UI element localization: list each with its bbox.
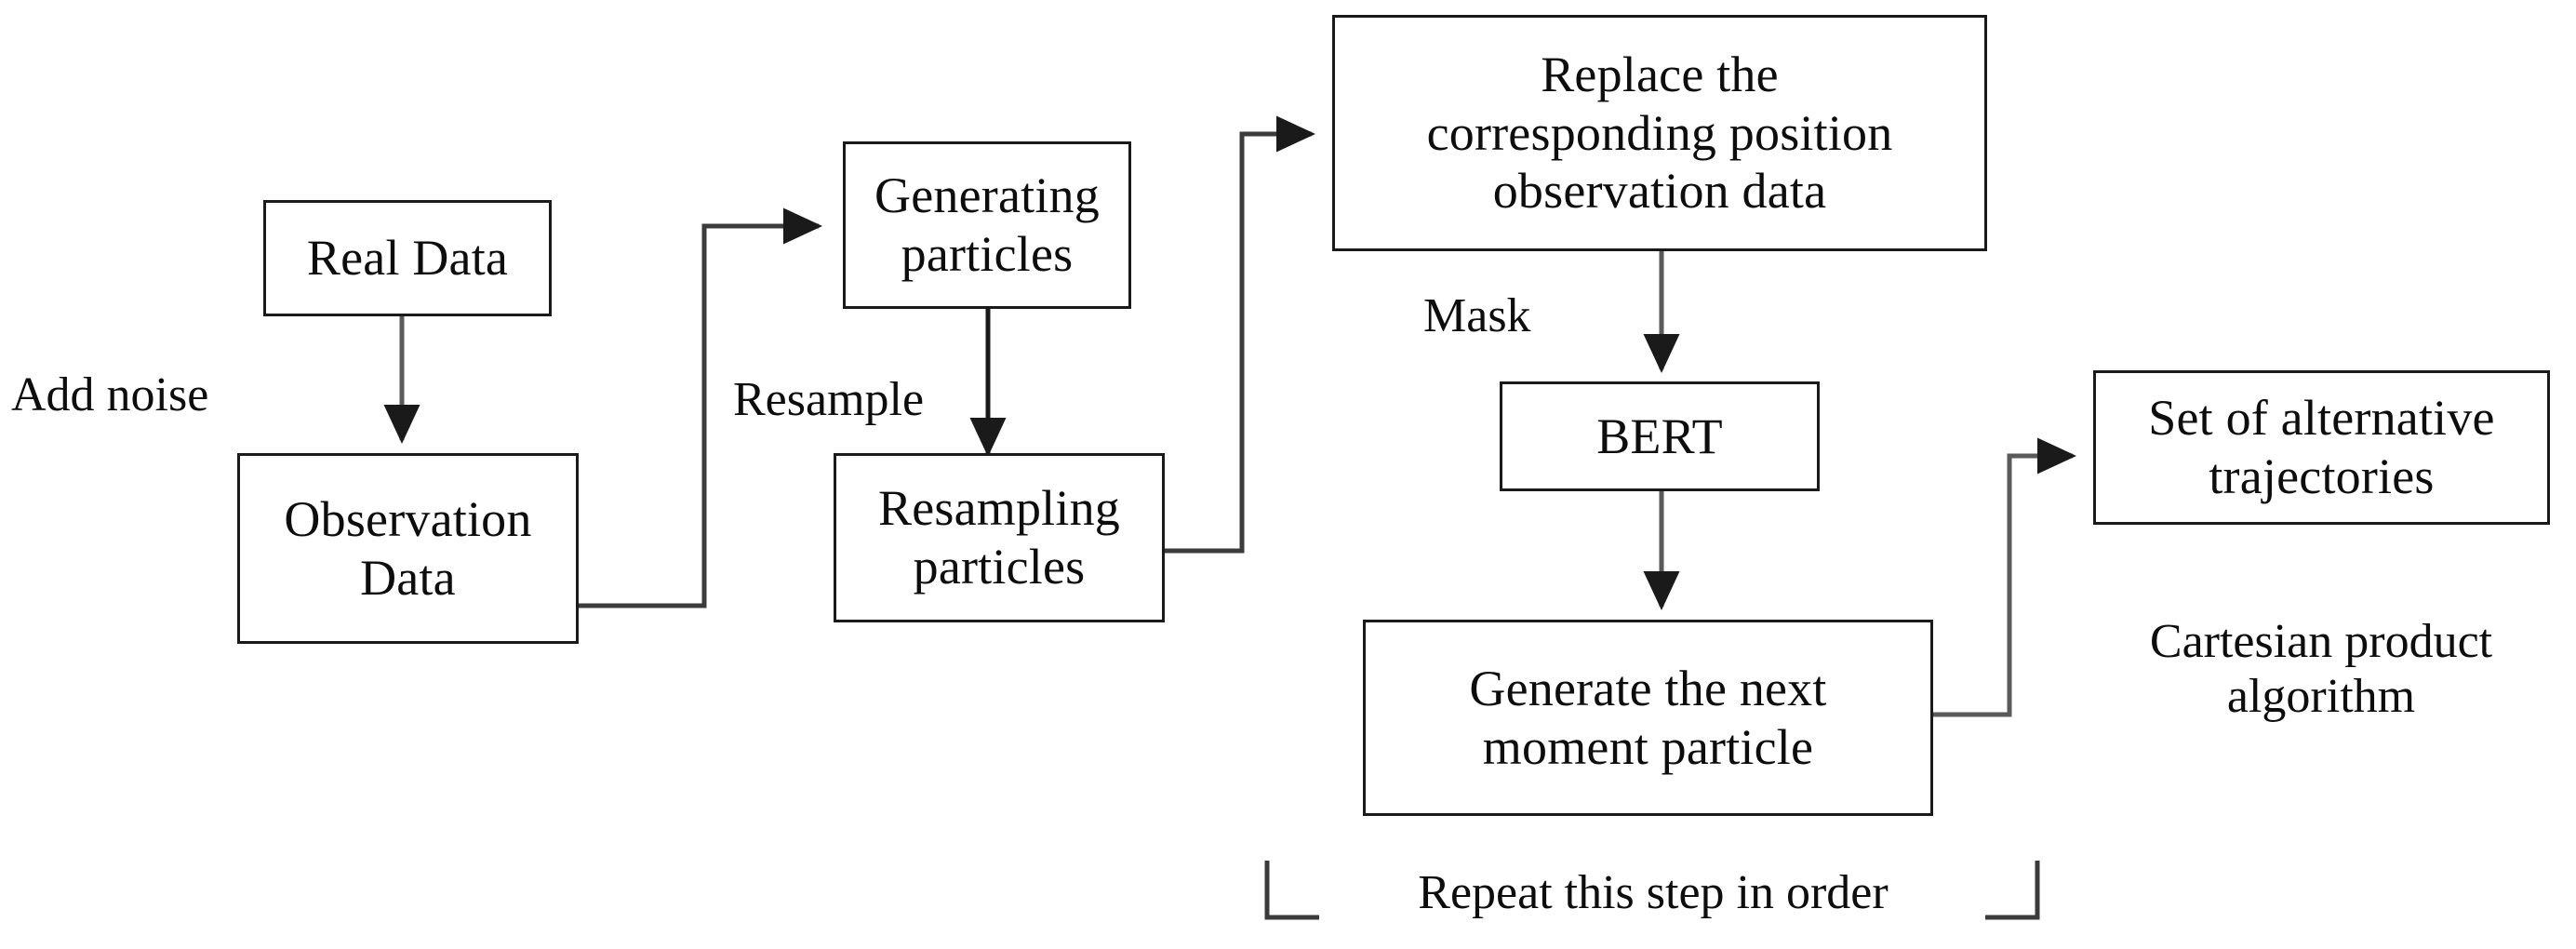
edge-resampling-particles-to-replace-observation xyxy=(1165,115,1316,554)
edge-label-repeat-this-step-in-order: Repeat this step in order xyxy=(1418,866,1889,919)
node-observation-data[interactable]: Observation Data xyxy=(237,453,579,644)
node-bert[interactable]: BERT xyxy=(1500,381,1820,491)
edge-generate-next-particle-to-alternative-trajectories xyxy=(1933,437,2077,717)
edge-label-cartesian-product-algorithm: Cartesian product algorithm xyxy=(2149,615,2493,724)
node-generating-particles[interactable]: Generating particles xyxy=(843,141,1131,309)
node-generate-next-moment-particle[interactable]: Generate the next moment particle xyxy=(1363,620,1933,816)
edge-label-add-noise: Add noise xyxy=(11,368,209,421)
node-real-data[interactable]: Real Data xyxy=(263,200,552,316)
node-resampling-particles[interactable]: Resampling particles xyxy=(834,453,1165,622)
edge-label-resample: Resample xyxy=(733,373,925,426)
node-replace-observation-data[interactable]: Replace the corresponding position obser… xyxy=(1332,15,1987,251)
node-set-of-alternative-trajectories[interactable]: Set of alternative trajectories xyxy=(2093,370,2550,525)
edge-label-mask: Mask xyxy=(1423,289,1531,342)
